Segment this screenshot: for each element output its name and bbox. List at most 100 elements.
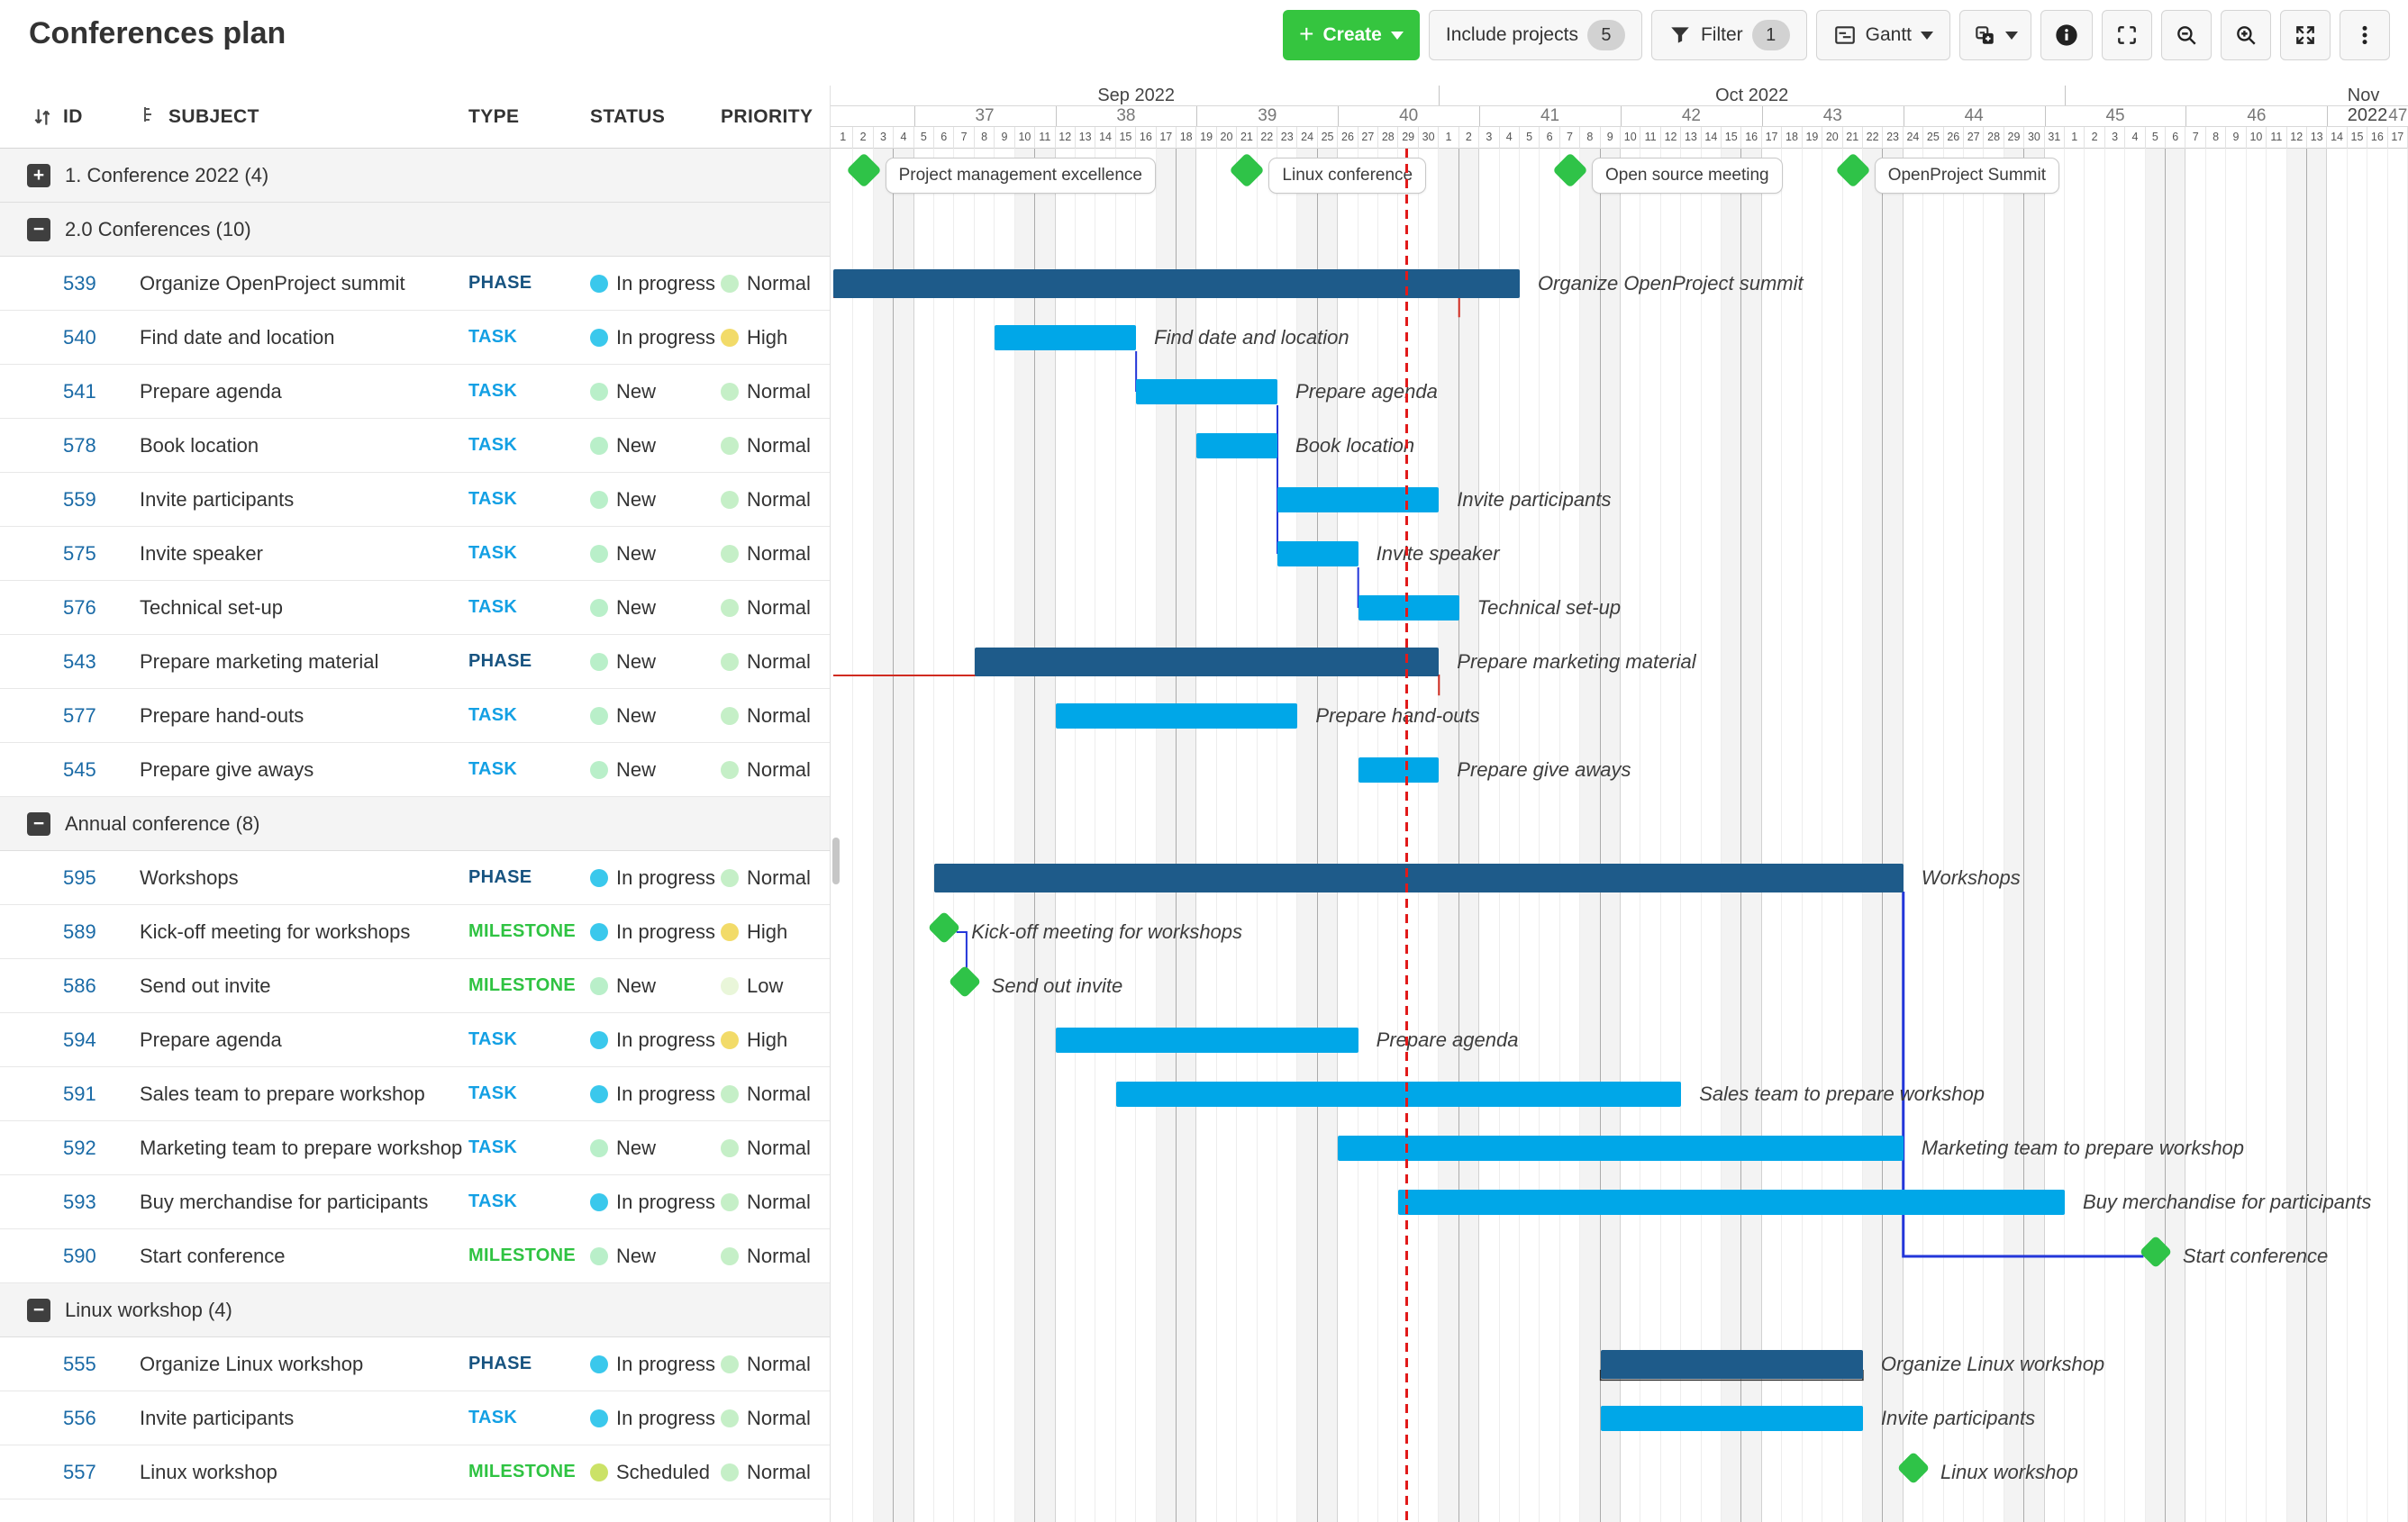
collapse-group-icon[interactable]: − — [27, 811, 50, 836]
collapse-expand-all-button[interactable] — [1959, 10, 2031, 60]
task-bar[interactable] — [1277, 541, 1358, 566]
include-projects-button[interactable]: Include projects 5 — [1428, 10, 1642, 60]
create-button[interactable]: + Create — [1283, 10, 1420, 60]
day-number-label: 3 — [2105, 127, 2126, 149]
sort-icon[interactable] — [0, 105, 63, 129]
vertical-scrollbar[interactable] — [832, 838, 840, 884]
day-number-label: 12 — [1056, 127, 1076, 149]
work-package-id-link[interactable]: 575 — [63, 541, 96, 565]
column-header-subject[interactable]: SUBJECT — [140, 104, 468, 131]
phase-bar[interactable] — [1600, 1350, 1863, 1379]
type-cell: TASK — [468, 759, 518, 779]
info-button[interactable] — [2040, 10, 2093, 60]
zoom-to-fit-button[interactable] — [2280, 10, 2331, 60]
work-package-id-link[interactable]: 539 — [63, 271, 96, 294]
priority-dot — [721, 1246, 739, 1265]
status-label: In progress — [616, 1406, 716, 1429]
work-package-id-link[interactable]: 541 — [63, 379, 96, 403]
phase-bar[interactable] — [974, 648, 1440, 676]
group-row[interactable]: +1. Conference 2022 (4) — [0, 149, 830, 203]
work-package-id-link[interactable]: 578 — [63, 433, 96, 457]
work-package-id-link[interactable]: 590 — [63, 1244, 96, 1267]
gantt-view-button[interactable]: Gantt — [1815, 10, 1950, 60]
task-bar[interactable] — [995, 325, 1137, 350]
work-package-id-link[interactable]: 589 — [63, 920, 96, 943]
more-menu-button[interactable] — [2340, 10, 2390, 60]
zoom-out-button[interactable] — [2161, 10, 2212, 60]
work-package-id-link[interactable]: 543 — [63, 649, 96, 673]
task-bar[interactable] — [1398, 1190, 2066, 1215]
expand-group-icon[interactable]: + — [27, 163, 50, 187]
group-row[interactable]: −2.0 Conferences (10) — [0, 203, 830, 257]
include-projects-count-badge: 5 — [1586, 20, 1625, 50]
work-package-id-link[interactable]: 595 — [63, 865, 96, 889]
task-bar[interactable] — [1338, 1136, 1904, 1161]
work-package-id-link[interactable]: 593 — [63, 1190, 96, 1213]
work-package-id-link[interactable]: 586 — [63, 974, 96, 997]
work-package-id-link[interactable]: 592 — [63, 1136, 96, 1159]
phase-bar[interactable] — [833, 269, 1520, 298]
task-bar[interactable] — [1136, 379, 1277, 404]
task-bar[interactable] — [1055, 703, 1298, 729]
collapse-group-icon[interactable]: − — [27, 1298, 50, 1322]
work-package-id-link[interactable]: 540 — [63, 325, 96, 349]
collapse-group-icon[interactable]: − — [27, 217, 50, 241]
work-package-id-link[interactable]: 577 — [63, 703, 96, 727]
work-package-id-link[interactable]: 555 — [63, 1352, 96, 1375]
column-header-type[interactable]: TYPE — [468, 105, 520, 127]
phase-bar[interactable] — [934, 864, 1904, 892]
work-package-id-link[interactable]: 591 — [63, 1082, 96, 1105]
status-dot — [590, 1138, 608, 1157]
day-column — [2206, 149, 2227, 1522]
day-number-label: 10 — [1015, 127, 1036, 149]
group-row[interactable]: −Linux workshop (4) — [0, 1283, 830, 1337]
priority-label: Normal — [747, 433, 811, 457]
work-package-id-link[interactable]: 594 — [63, 1028, 96, 1051]
work-package-id-link[interactable]: 576 — [63, 595, 96, 619]
column-header-id[interactable]: ID — [63, 105, 83, 127]
group-row-label: 2.0 Conferences (10) — [65, 217, 251, 240]
task-bar[interactable] — [1055, 1028, 1358, 1053]
task-bar[interactable] — [1277, 487, 1440, 512]
fullscreen-button[interactable] — [2102, 10, 2152, 60]
type-cell: TASK — [468, 1083, 518, 1103]
filter-button[interactable]: Filter 1 — [1650, 10, 1807, 60]
work-package-id-link[interactable]: 556 — [63, 1406, 96, 1429]
task-bar[interactable] — [1196, 433, 1278, 458]
task-bar[interactable] — [1600, 1406, 1863, 1431]
task-bar[interactable] — [1358, 595, 1459, 621]
group-row[interactable]: −Annual conference (8) — [0, 797, 830, 851]
task-bar[interactable] — [1115, 1082, 1682, 1107]
day-column — [1237, 149, 1258, 1522]
zoom-in-button[interactable] — [2221, 10, 2271, 60]
work-package-id-link[interactable]: 545 — [63, 757, 96, 781]
column-header-status[interactable]: STATUS — [590, 105, 666, 127]
work-package-id-link[interactable]: 559 — [63, 487, 96, 511]
task-bar[interactable] — [1358, 757, 1440, 783]
column-header-priority[interactable]: PRIORITY — [721, 105, 813, 127]
work-package-id-link[interactable]: 557 — [63, 1460, 96, 1483]
priority-label: High — [747, 920, 788, 943]
